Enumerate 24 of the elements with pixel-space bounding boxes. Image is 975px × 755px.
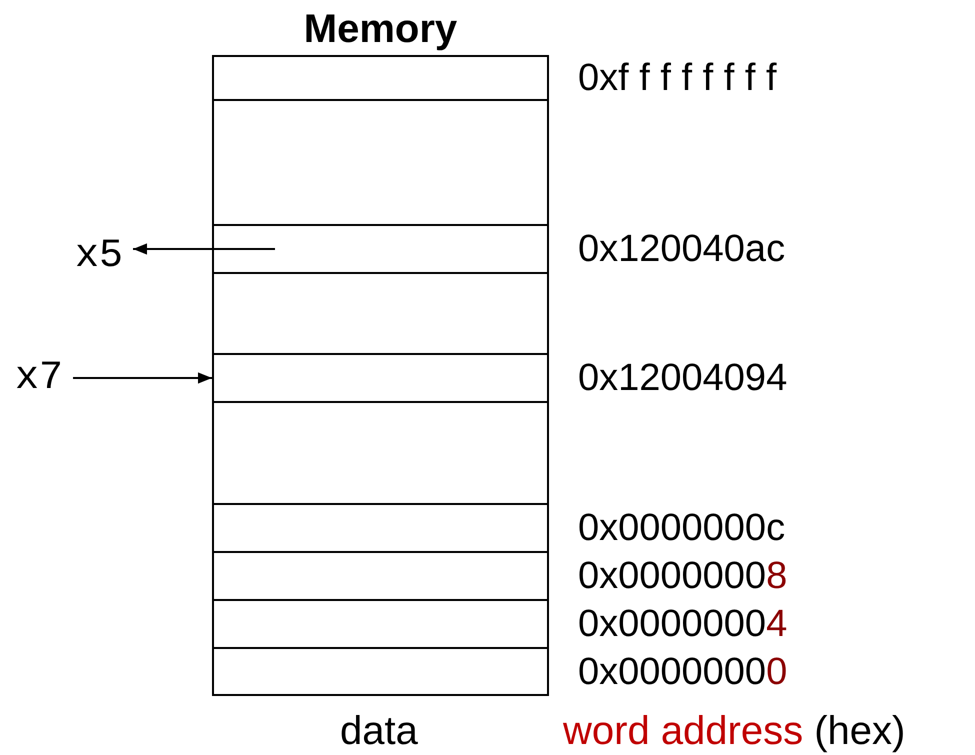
address-label: 0x120040ac — [578, 227, 786, 271]
variable-name: x7 — [15, 357, 64, 401]
address-label: 0x0000000c — [578, 506, 786, 550]
arrow — [133, 243, 275, 255]
memory-cell — [212, 551, 549, 601]
memory-cell — [212, 353, 549, 403]
memory-cell — [212, 503, 549, 553]
variable-name: x5 — [75, 235, 124, 279]
address-label: 0x12004094 — [578, 356, 788, 400]
memory-cell — [212, 272, 549, 355]
memory-title: Memory — [302, 6, 458, 53]
address-label: 0x00000004 — [578, 602, 788, 646]
column-caption: data — [340, 708, 418, 754]
memory-cell — [212, 99, 549, 226]
memory-cell — [212, 224, 549, 274]
memory-cell — [212, 599, 549, 649]
address-label: 0x00000008 — [578, 554, 788, 598]
address-label: 0x00000000 — [578, 650, 788, 694]
address-label: 0xf f f f f f f f — [578, 56, 776, 100]
axis-caption: word address (hex) — [563, 708, 906, 754]
memory-cell — [212, 647, 549, 696]
memory-cell — [212, 55, 549, 101]
memory-cell — [212, 401, 549, 505]
arrow — [73, 372, 212, 384]
